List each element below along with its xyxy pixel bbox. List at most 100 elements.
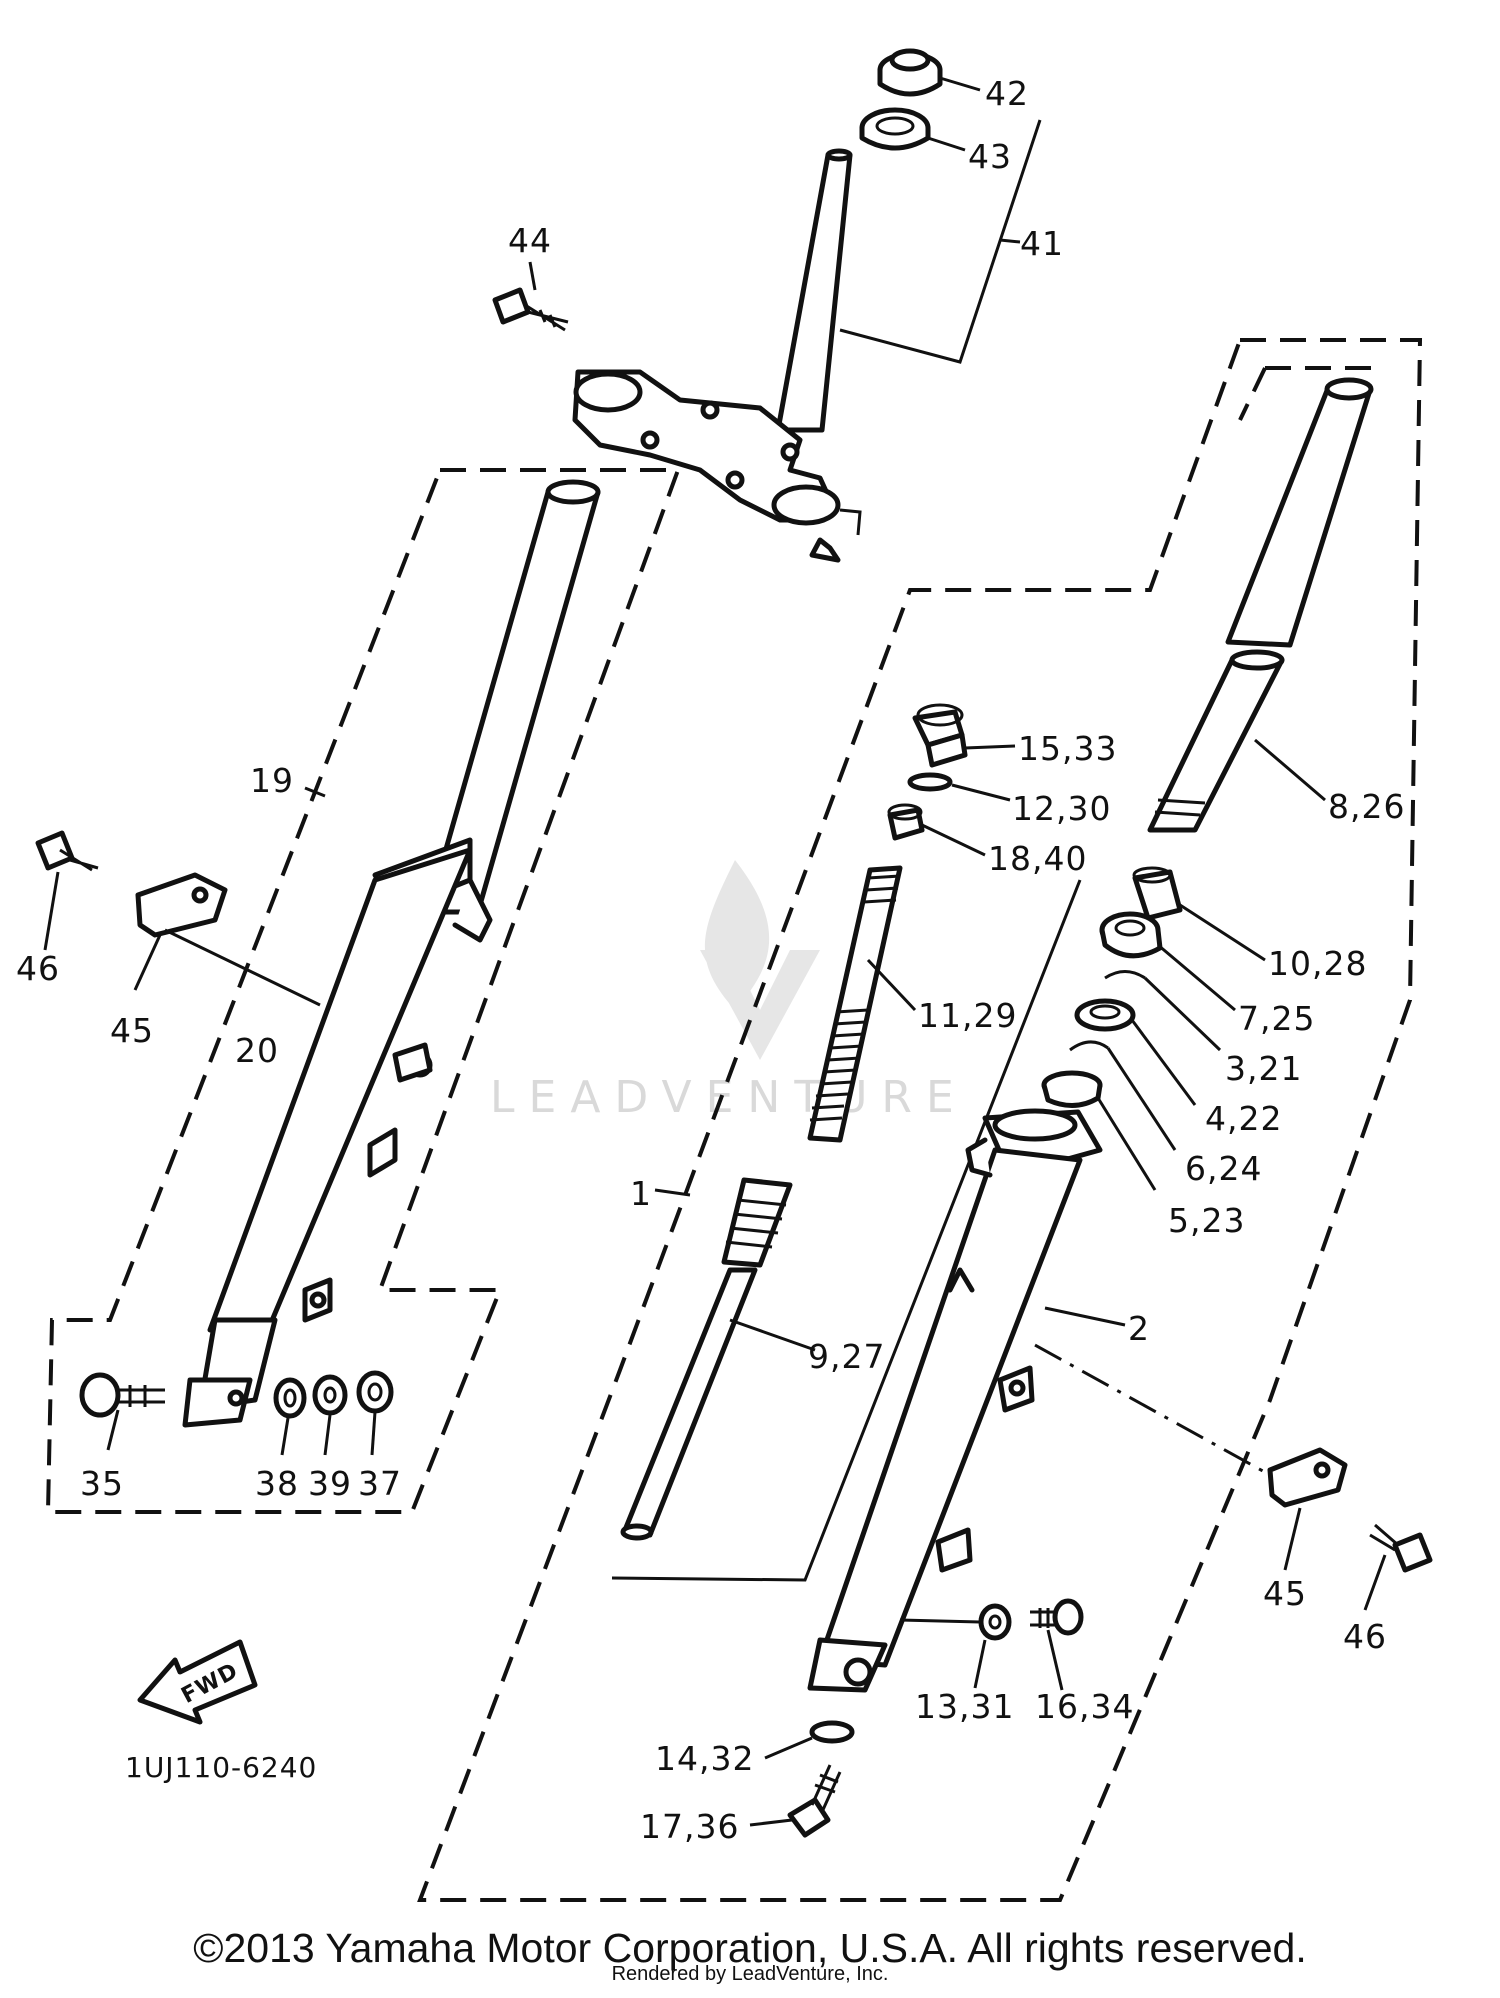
flame-logo-icon <box>700 860 820 1060</box>
callout-2: 2 <box>1128 1309 1150 1348</box>
part-3-21-clip <box>1104 970 1146 980</box>
callout-13-31: 13,31 <box>915 1687 1014 1726</box>
leader-4-22 <box>1130 1019 1197 1106</box>
part-4-22-washer <box>1074 998 1136 1032</box>
part-18-40-collar <box>887 803 925 841</box>
callout-46-left: 46 <box>16 949 60 988</box>
callout-37: 37 <box>358 1464 402 1503</box>
leader-17-36 <box>749 1818 793 1827</box>
part-43-bearing <box>859 107 931 151</box>
callout-12-30: 12,30 <box>1012 789 1111 828</box>
part-8-26-inner-tube-right <box>1147 377 1374 833</box>
callout-15-33: 15,33 <box>1018 729 1117 768</box>
callout-7-25: 7,25 <box>1238 999 1315 1038</box>
leader-35 <box>106 1409 120 1451</box>
part-41-under-bracket <box>572 148 862 563</box>
part-45-clamp-right <box>1267 1447 1348 1508</box>
part-17-36-bolt <box>787 1764 842 1838</box>
callout-8-26: 8,26 <box>1328 787 1405 826</box>
leader-9-27 <box>729 1318 816 1352</box>
leader-41 <box>999 238 1021 244</box>
part-45-clamp-left <box>133 872 228 991</box>
callout-10-28: 10,28 <box>1268 944 1367 983</box>
callout-3-21: 3,21 <box>1225 1049 1302 1088</box>
callout-38: 38 <box>255 1464 299 1503</box>
right-fork-assembly-boundary <box>417 338 1423 1902</box>
part-37-nut <box>356 1370 394 1414</box>
leader-10-28 <box>1179 903 1266 962</box>
part-14-32-gasket <box>809 1720 855 1744</box>
leader-8-26 <box>1254 738 1326 802</box>
inner-cylinder-boundary <box>1238 366 1372 421</box>
callout-18-40: 18,40 <box>988 839 1087 878</box>
drawing-code: 1UJ110-6240 <box>125 1751 317 1784</box>
callout-14-32: 14,32 <box>655 1739 754 1778</box>
callout-43: 43 <box>968 137 1012 176</box>
callout-16-34: 16,34 <box>1035 1687 1134 1726</box>
leader-37 <box>370 1411 377 1456</box>
callout-17-36: 17,36 <box>640 1807 739 1846</box>
steering-stem-bracket <box>839 119 1042 364</box>
part-7-25-oil-seal <box>1099 911 1163 959</box>
callout-44: 44 <box>508 221 552 260</box>
callout-42: 42 <box>985 74 1029 113</box>
part-10-28-collar <box>1132 866 1183 921</box>
part-38-washer <box>273 1377 307 1419</box>
rendered-by-notice: Rendered by LeadVenture, Inc. <box>611 1963 889 1985</box>
callout-9-27: 9,27 <box>808 1337 885 1376</box>
callout-11-29: 11,29 <box>918 996 1017 1035</box>
callout-41: 41 <box>1020 224 1064 263</box>
leader-11-29 <box>866 958 917 1012</box>
part-5-23-bushing <box>1041 1070 1103 1108</box>
leader-6-24 <box>1106 1047 1177 1151</box>
leader-19 <box>304 786 326 798</box>
leader-39 <box>323 1414 332 1456</box>
callout-6-24: 6,24 <box>1185 1149 1262 1188</box>
leader-45-right <box>1034 1343 1271 1477</box>
leader-13-31-to-tube <box>899 1618 981 1624</box>
part-2-outer-tube-right <box>807 1108 1103 1693</box>
leader-2 <box>1044 1306 1126 1327</box>
part-44-bolt <box>492 261 569 332</box>
leader-16-34 <box>1046 1629 1064 1691</box>
callout-20: 20 <box>235 1031 279 1070</box>
part-13-31-washer <box>978 1603 1012 1641</box>
callout-46-right: 46 <box>1343 1617 1387 1656</box>
leader-7-25 <box>1157 943 1236 1012</box>
callout-5-23: 5,23 <box>1168 1201 1245 1240</box>
callout-45-left: 45 <box>110 1011 154 1050</box>
part-42-seal <box>877 48 943 97</box>
part-39-lock-washer <box>312 1374 348 1416</box>
callout-45-right: 45 <box>1263 1574 1307 1613</box>
leader-3-21 <box>1143 976 1222 1052</box>
leader-38 <box>280 1417 290 1456</box>
part-11-29-fork-spring <box>807 865 903 1143</box>
leader-46-right <box>1363 1554 1387 1611</box>
leader-5-23 <box>1096 1097 1157 1191</box>
leader-15-33 <box>964 744 1016 750</box>
left-fork-assembly-boundary <box>45 468 681 1514</box>
part-20-outer-tube-left <box>182 837 493 1428</box>
leader-43 <box>927 136 966 152</box>
copyright-notice: ©2013 Yamaha Motor Corporation, U.S.A. A… <box>193 1925 1307 1971</box>
leader-12-30 <box>951 783 1011 802</box>
bracket-1-9-27 <box>611 879 1082 1582</box>
part-6-24-clip <box>1069 1040 1109 1052</box>
part-46-bolt-right <box>1369 1523 1433 1573</box>
callout-1: 1 <box>630 1174 652 1213</box>
leader-45-right-label <box>1283 1507 1302 1571</box>
leader-20 <box>164 928 321 1007</box>
part-46-bolt-left <box>35 830 99 951</box>
leader-42 <box>939 76 981 92</box>
part-16-34-drain-bolt <box>1030 1598 1084 1636</box>
part-12-30-o-ring <box>907 772 953 792</box>
part-9-27-damper-rod <box>620 1177 793 1541</box>
leader-13-31 <box>973 1639 987 1689</box>
leader-18-40 <box>921 823 986 857</box>
callout-19: 19 <box>250 761 294 800</box>
leader-1 <box>654 1188 691 1197</box>
part-15-33-cap-bolt <box>912 703 968 768</box>
fwd-arrow-icon: FWD <box>137 1639 258 1725</box>
part-35-bolt <box>79 1372 165 1418</box>
